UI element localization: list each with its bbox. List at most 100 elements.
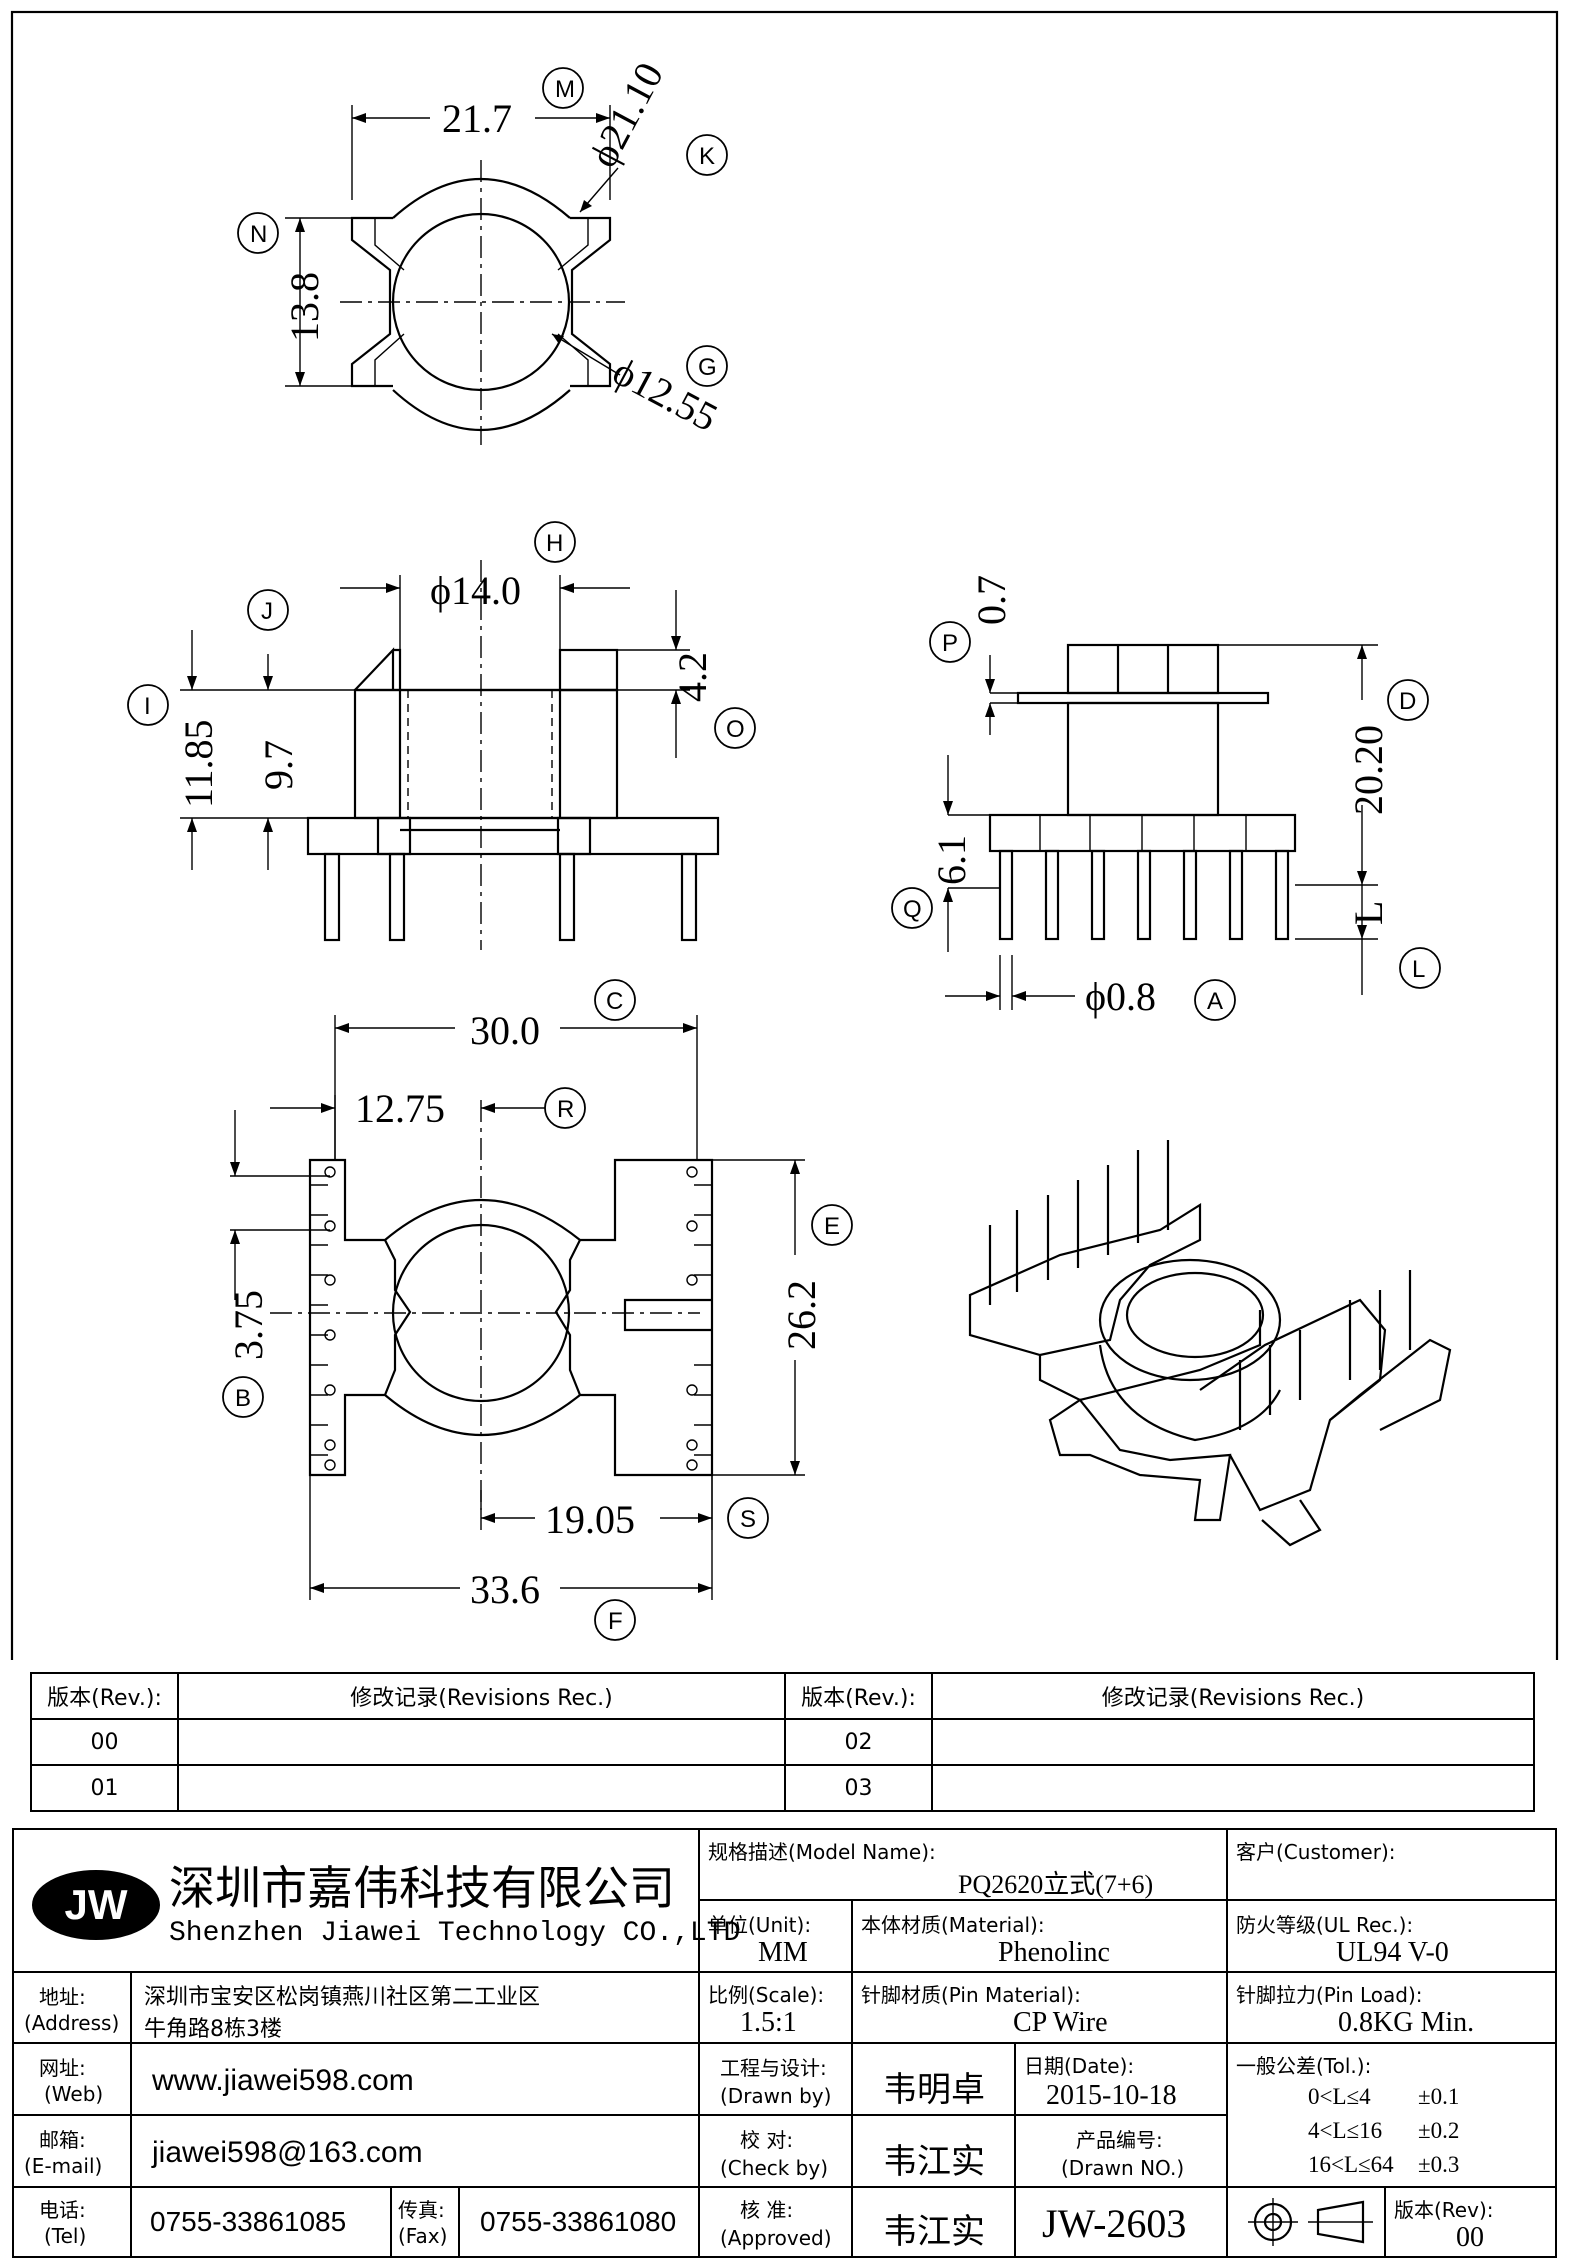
- address-label-en: (Address): [24, 2011, 120, 2035]
- front-view: ϕ14.0 4.2 11.85 9.7: [176, 560, 720, 950]
- dim-19-05: 19.05: [545, 1497, 635, 1542]
- dim-phi-14-0: ϕ14.0: [430, 568, 521, 613]
- tel-value: 0755-33861085: [150, 2206, 347, 2237]
- dim-0-7: 0.7: [969, 575, 1014, 625]
- bubble-O-label: O: [726, 716, 745, 743]
- drawn-label: 工程与设计:: [720, 2056, 827, 2080]
- bubble-J: J: [247, 589, 289, 631]
- bubble-S-label: S: [740, 1506, 756, 1533]
- model-label: 规格描述(Model Name):: [708, 1840, 936, 1864]
- email-label-cell: 邮箱: (E-mail): [12, 2114, 132, 2188]
- dim-phi-21-10: ϕ21.10: [580, 55, 672, 174]
- rec-cell: [931, 1764, 1535, 1812]
- bubble-J-label: J: [261, 598, 273, 625]
- bubble-I: I: [127, 684, 169, 726]
- tol-range: 4<L≤16: [1308, 2118, 1383, 2143]
- bubble-L: L: [1399, 947, 1441, 989]
- ul-value: UL94 V-0: [1336, 1937, 1449, 1968]
- pin-load-label: 针脚拉力(Pin Load):: [1236, 1983, 1423, 2007]
- model-cell: 规格描述(Model Name): PQ2620立式(7+6): [698, 1828, 1228, 1901]
- side-view: 0.7 20.20 L 6.1 ϕ0.8: [929, 575, 1391, 1019]
- dim-4-2: 4.2: [670, 652, 715, 702]
- date-label: 日期(Date):: [1024, 2054, 1135, 2078]
- bubble-L-label: L: [1412, 956, 1425, 983]
- bubble-S: S: [727, 1497, 769, 1539]
- bubble-E: E: [811, 1204, 853, 1246]
- date-cell: 日期(Date): 2015-10-18: [1014, 2042, 1228, 2116]
- fax-label-en: (Fax): [398, 2224, 448, 2248]
- bubble-C: C: [594, 979, 636, 1021]
- bubble-P-label: P: [942, 630, 958, 657]
- check-by-value: 韦江实: [883, 2142, 985, 2182]
- pin-material-value: CP Wire: [1013, 2007, 1108, 2038]
- pin-material-cell: 针脚材质(Pin Material): CP Wire: [851, 1971, 1228, 2044]
- drawing-no-label: 产品编号:: [1076, 2128, 1163, 2152]
- drawn-label-cell: 工程与设计: (Drawn by): [698, 2042, 853, 2116]
- bubble-Q-label: Q: [903, 896, 922, 923]
- tol-value: ±0.3: [1418, 2152, 1460, 2177]
- pin-material-label: 针脚材质(Pin Material):: [861, 1983, 1081, 2007]
- drawn-label-en: (Drawn by): [720, 2084, 832, 2108]
- bubble-B-label: B: [235, 1385, 251, 1412]
- tel-cell: 0755-33861085: [130, 2186, 392, 2258]
- bottom-view: 30.0 12.75 3.75 26.2 19.05 33.6: [226, 1008, 824, 1612]
- bubble-D: D: [1387, 679, 1429, 721]
- rev-value: 00: [1456, 2222, 1484, 2253]
- check-label-cell: 校 对: (Check by): [698, 2114, 853, 2188]
- rec-cell: [177, 1718, 786, 1766]
- material-label: 本体材质(Material):: [861, 1913, 1045, 1937]
- tol-range: 0<L≤4: [1308, 2084, 1371, 2109]
- unit-cell: 单位(Unit): MM: [698, 1899, 853, 1973]
- drawing-no-label-cell: 产品编号: (Drawn NO.): [1014, 2114, 1228, 2188]
- tol-value: ±0.1: [1418, 2084, 1460, 2109]
- check-label: 校 对:: [740, 2128, 794, 2152]
- bubble-A-label: A: [1207, 988, 1223, 1015]
- dim-26-2: 26.2: [779, 1280, 824, 1350]
- check-by-cell: 韦江实: [851, 2114, 1016, 2188]
- web-cell: www.jiawei598.com: [130, 2042, 700, 2116]
- engineering-drawing: 21.7 ϕ21.10 13.8 ϕ12.55: [10, 10, 1559, 1660]
- address-line1: 深圳市宝安区松岗镇燕川社区第二工业区: [144, 1985, 541, 2010]
- date-value: 2015-10-18: [1046, 2080, 1177, 2111]
- bubble-Q: Q: [891, 887, 933, 929]
- approved-label-en: (Approved): [720, 2226, 832, 2250]
- dim-13-8: 13.8: [282, 272, 327, 342]
- rev-col-header: 版本(Rev.):: [30, 1672, 179, 1720]
- approved-by-value: 韦江实: [883, 2212, 985, 2252]
- dim-20-20: 20.20: [1346, 725, 1391, 815]
- rev-cell: 版本(Rev): 00: [1384, 2186, 1557, 2258]
- revision-row: 01 03: [30, 1764, 1535, 1812]
- company-cell: JW 深圳市嘉伟科技有限公司 Shenzhen Jiawei Technolog…: [12, 1828, 740, 1973]
- email-link[interactable]: jiawei598@163.com: [152, 2136, 423, 2169]
- bubble-P: P: [929, 621, 971, 663]
- rev-cell: 01: [30, 1764, 179, 1812]
- web-link[interactable]: www.jiawei598.com: [152, 2064, 414, 2097]
- tol-value: ±0.2: [1418, 2118, 1460, 2143]
- projection-symbol-cell: [1226, 2186, 1386, 2258]
- dim-11-85: 11.85: [176, 719, 221, 808]
- address-label: 地址:: [39, 1985, 86, 2009]
- scale-value: 1.5:1: [740, 2007, 797, 2038]
- rec-col-header: 修改记录(Revisions Rec.): [177, 1672, 786, 1720]
- tel-label-en: (Tel): [44, 2224, 87, 2248]
- approved-label: 核 准:: [740, 2198, 794, 2222]
- scale-cell: 比例(Scale): 1.5:1: [698, 1971, 853, 2044]
- bubble-N: N: [237, 212, 279, 254]
- rev-cell: 03: [784, 1764, 933, 1812]
- email-label-en: (E-mail): [24, 2154, 103, 2178]
- pin-load-value: 0.8KG Min.: [1338, 2007, 1475, 2038]
- tol-range: 16<L≤64: [1308, 2152, 1394, 2177]
- fax-label-cell: 传真: (Fax): [390, 2186, 460, 2258]
- model-value: PQ2620立式(7+6): [958, 1870, 1154, 1899]
- customer-cell: 客户(Customer):: [1226, 1828, 1557, 1901]
- isometric-view: [968, 1140, 1452, 1547]
- bubble-F-label: F: [608, 1608, 623, 1635]
- dim-phi-0-8: ϕ0.8: [1085, 974, 1156, 1019]
- approved-label-cell: 核 准: (Approved): [698, 2186, 853, 2258]
- dim-L: L: [1346, 901, 1391, 925]
- bubble-O: O: [714, 707, 756, 749]
- unit-value: MM: [758, 1937, 808, 1968]
- material-cell: 本体材质(Material): Phenolinc: [851, 1899, 1228, 1973]
- bubble-R: R: [544, 1087, 586, 1129]
- bubble-A: A: [1194, 979, 1236, 1021]
